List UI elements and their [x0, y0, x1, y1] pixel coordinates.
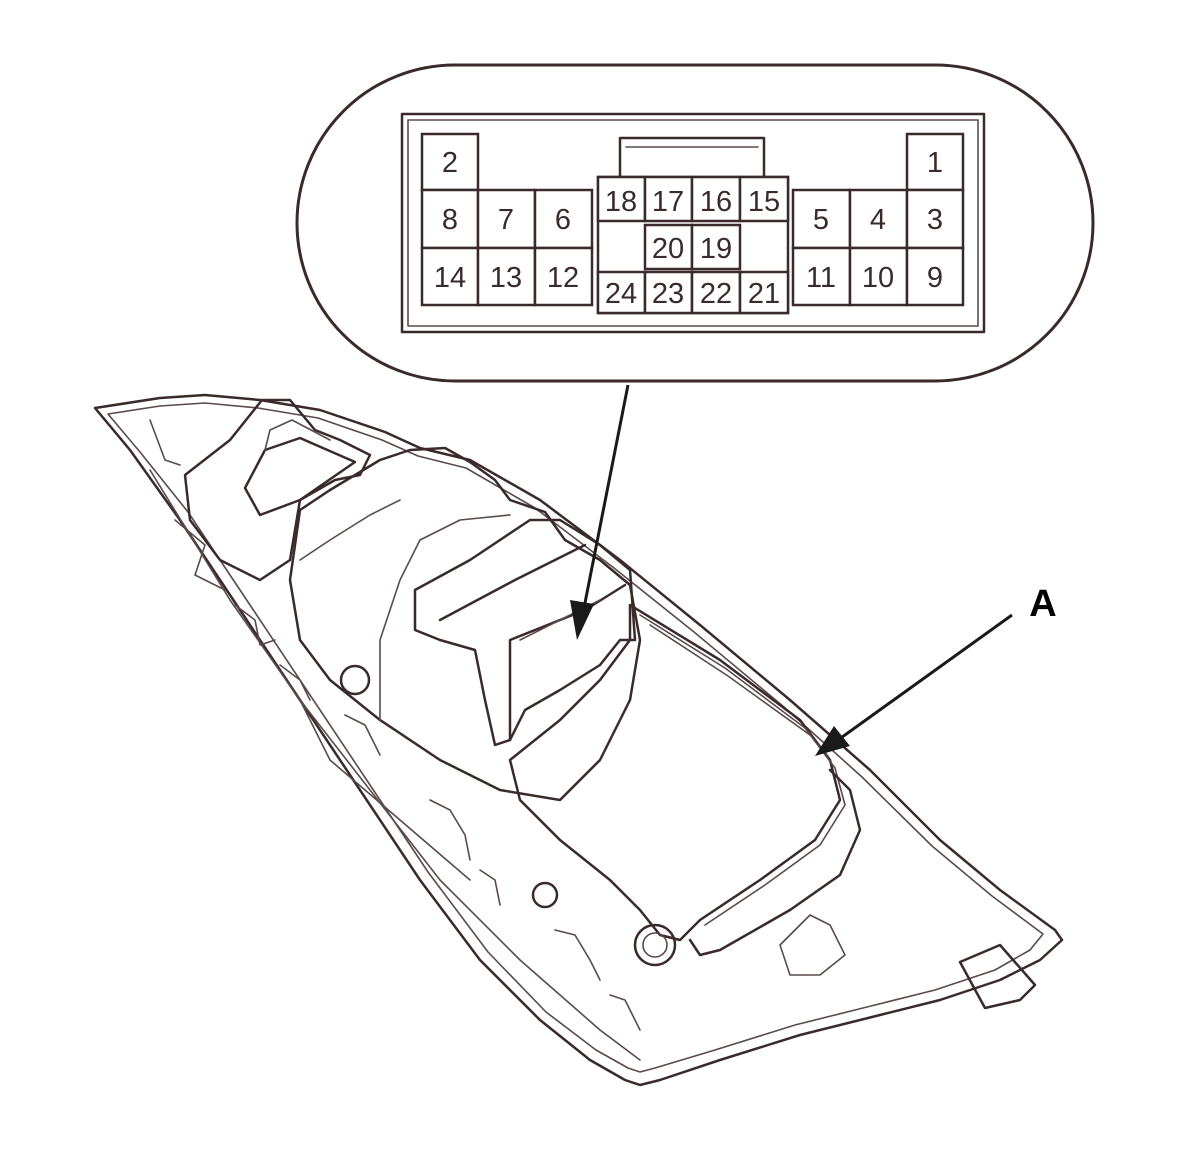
inset-leader-arrow	[570, 384, 630, 640]
pin-12-label: 12	[547, 262, 579, 294]
pin-20-label: 20	[652, 233, 684, 265]
pin-10-label: 10	[862, 262, 894, 294]
pin-19-label: 19	[700, 233, 732, 265]
pin-24-label: 24	[605, 278, 637, 310]
pin-cell-21	[738, 270, 790, 315]
pin-cell-15	[738, 175, 790, 223]
pin-cell-1	[905, 132, 965, 192]
connector-lock-tab	[618, 136, 766, 180]
connector-face-inset: 2 8 7 6 14 13 12 18 17 16 15 20 19 24 23…	[295, 63, 1095, 383]
pin-4-label: 4	[870, 204, 886, 236]
pin-17-label: 17	[652, 186, 684, 218]
pin-7-label: 7	[498, 204, 514, 236]
pin-21-label: 21	[748, 278, 780, 310]
callout-a-label: A	[1029, 583, 1056, 625]
pin-cell-9	[905, 246, 965, 307]
pin-15-label: 15	[748, 186, 780, 218]
pin-18-label: 18	[605, 186, 637, 218]
pin-5-label: 5	[813, 204, 829, 236]
pin-cell-14	[420, 246, 480, 307]
connector-outline	[400, 112, 986, 334]
pin-1-label: 1	[927, 147, 943, 179]
pin-cell-16	[690, 175, 742, 223]
pin-3-label: 3	[927, 204, 943, 236]
pin-16-label: 16	[700, 186, 732, 218]
pin-cell-12	[533, 246, 594, 307]
inset-bubble	[295, 63, 1095, 383]
pin-14-label: 14	[434, 262, 466, 294]
pin-9-label: 9	[927, 262, 943, 294]
pin-cell-11	[791, 246, 852, 307]
pin-13-label: 13	[490, 262, 522, 294]
pin-cell-3	[905, 188, 965, 250]
pin-cell-4	[848, 188, 909, 250]
pin-23-label: 23	[652, 278, 684, 310]
pin-cell-2	[420, 132, 480, 192]
pin-cell-6	[533, 188, 594, 250]
pin-cell-19	[690, 223, 742, 271]
pin-2-label: 2	[442, 147, 458, 179]
pin-11-label: 11	[806, 262, 836, 294]
pin-cell-23	[643, 270, 694, 315]
pin-22-label: 22	[700, 278, 732, 310]
callout-a: A	[815, 583, 1057, 756]
connector-outline-inner	[407, 119, 979, 327]
pin-6-label: 6	[555, 204, 571, 236]
pin-8-label: 8	[442, 204, 458, 236]
pin-cell-7	[476, 188, 537, 250]
window-switch-panel-illustration	[93, 393, 1064, 1087]
